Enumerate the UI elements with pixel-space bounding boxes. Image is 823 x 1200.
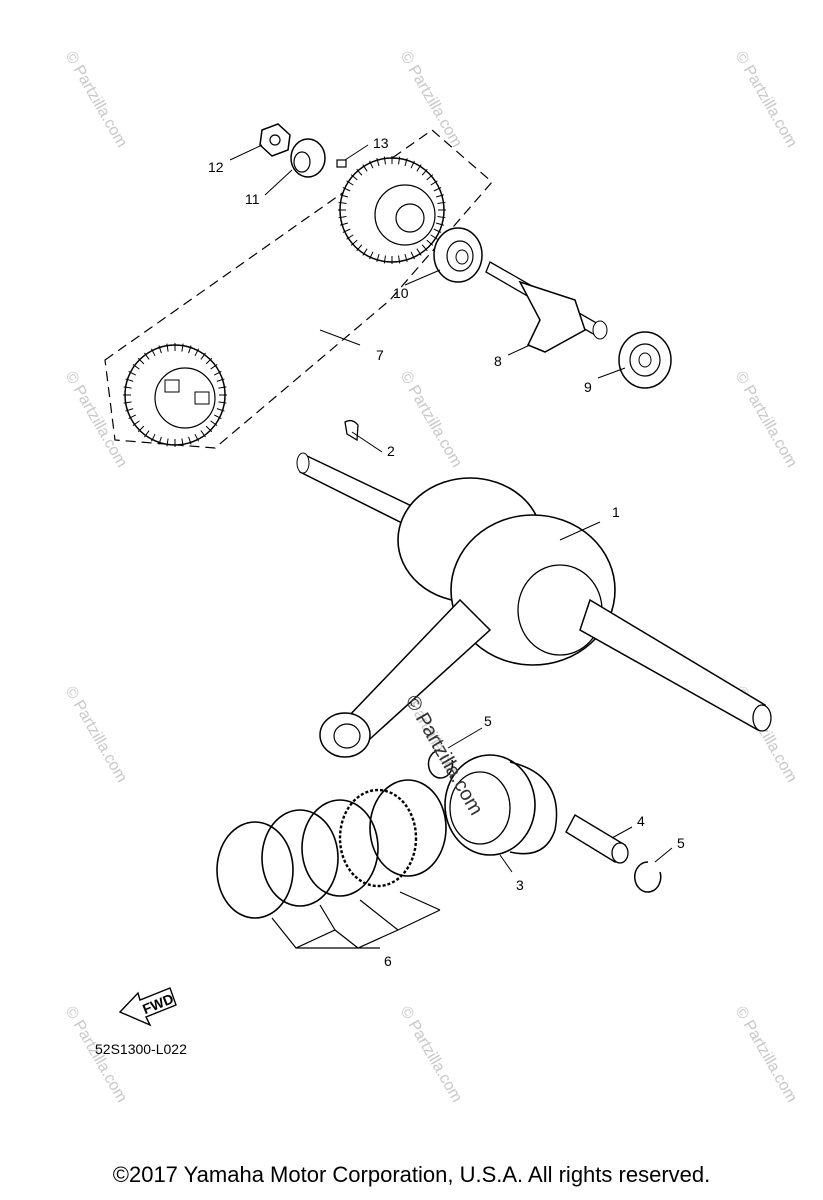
callout-3: 3 [516,877,524,893]
watermark-text: © Partzilla.com [732,1004,801,1106]
callout-5-upper: 5 [484,713,492,729]
watermark-text: © Partzilla.com [397,1004,466,1106]
part-balancer-shaft[interactable] [485,261,608,353]
part-key[interactable] [336,159,347,168]
callout-13: 13 [373,135,389,151]
callout-5-lower: 5 [677,835,685,851]
callout-9: 9 [584,379,592,395]
part-washer[interactable] [290,138,326,178]
callout-6: 6 [384,953,392,969]
diagram-code: 52S1300-L022 [95,1041,187,1057]
copyright-footer: ©2017 Yamaha Motor Corporation, U.S.A. A… [112,1162,711,1187]
part-circlip-lower[interactable] [634,861,662,893]
gear-teeth-upper [338,156,446,264]
callout-8: 8 [494,353,502,369]
callout-11: 11 [245,191,260,207]
center-watermark: © Partzilla.com [401,692,487,820]
callout-12: 12 [208,159,224,175]
gear-teeth-lower [123,343,227,447]
leader-lines [229,144,673,873]
assembly-outline-7 [104,129,493,449]
callout-10: 10 [393,285,409,301]
part-circlip-upper[interactable] [427,749,454,779]
part-crankshaft[interactable] [296,452,772,758]
ring-group-bracket [271,891,441,949]
part-bearing-lower[interactable] [618,331,672,389]
callout-2: 2 [387,443,395,459]
part-drive-gear[interactable] [339,157,445,263]
part-bearing-upper[interactable] [433,227,483,283]
watermark-text: © Partzilla.com [62,49,131,151]
part-piston-ring-set[interactable] [216,779,447,919]
callout-1: 1 [612,504,620,520]
part-woodruff-key[interactable] [344,419,359,442]
watermark-text: © Partzilla.com [397,369,466,471]
callout-4: 4 [637,813,645,829]
callout-7: 7 [376,347,384,363]
fwd-arrow-icon: FWD [118,987,177,1027]
part-piston[interactable] [444,754,558,856]
fwd-label: FWD [140,990,176,1017]
part-piston-pin[interactable] [565,814,629,864]
watermark-text: © Partzilla.com [62,684,131,786]
part-nut[interactable] [259,123,291,157]
watermark-text: © Partzilla.com [62,369,131,471]
watermark-text: © Partzilla.com [397,49,466,151]
watermark-text: © Partzilla.com [732,369,801,471]
watermark-text: © Partzilla.com [732,49,801,151]
